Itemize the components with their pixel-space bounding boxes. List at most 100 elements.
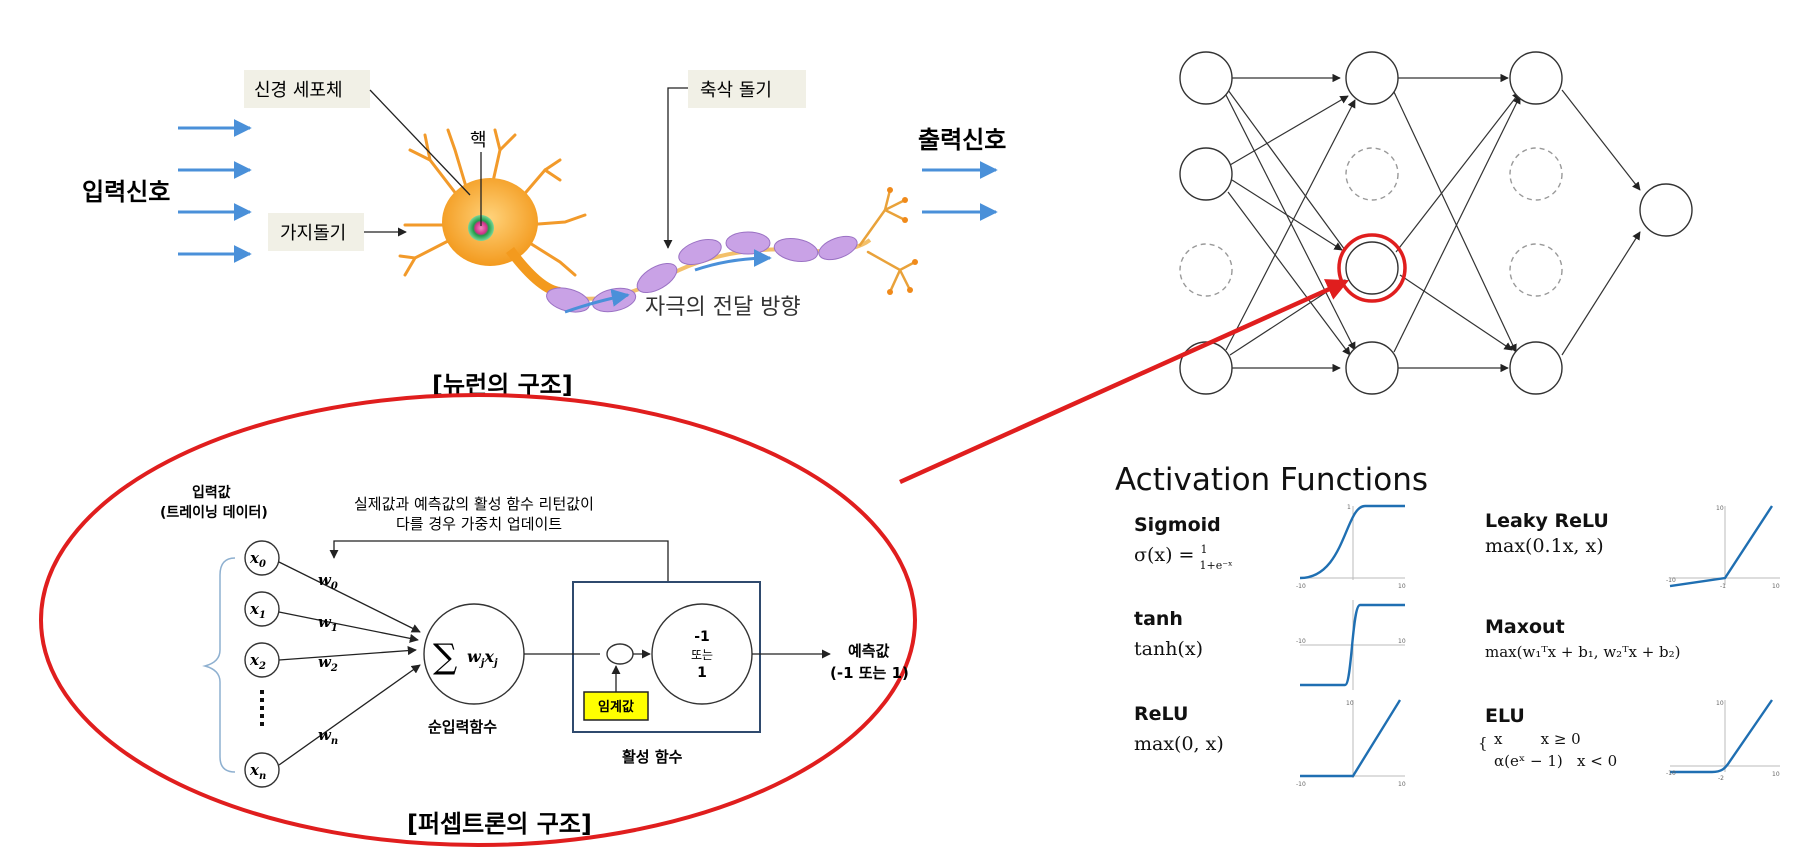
svg-text:-10: -10 <box>1296 638 1306 645</box>
svg-text:x2: x2 <box>249 651 266 672</box>
svg-text:10: 10 <box>1716 700 1724 707</box>
cell-body-label-box <box>244 70 370 108</box>
svg-text:1: 1 <box>1347 504 1351 511</box>
activation-output-3: 1 <box>697 665 707 681</box>
sigmoid-plot: -10 10 1 <box>1296 504 1406 590</box>
feedback-label-1: 실제값과 예측값의 활성 함수 리턴값이 <box>354 495 594 513</box>
weight-w0: w <box>318 571 332 589</box>
feedback-label-2: 다를 경우 가중치 업데이트 <box>396 515 562 533</box>
svg-text:10: 10 <box>1398 781 1406 788</box>
svg-text:-10: -10 <box>1296 583 1306 590</box>
svg-text:wn: wn <box>318 726 338 747</box>
dendrite-label: 가지돌기 <box>280 223 346 244</box>
neuron-diagram: 입력신호 출력신호 <box>82 70 1006 399</box>
svg-text:-1: -1 <box>1720 583 1726 590</box>
input-brace <box>202 557 236 773</box>
svg-text:w1: w1 <box>318 613 338 634</box>
tanh-formula: tanh(x) <box>1134 638 1203 660</box>
tanh-name: tanh <box>1134 608 1183 630</box>
dendrite-label-box <box>268 213 364 251</box>
elu-brace: { <box>1478 734 1488 752</box>
activation-output-2: 또는 <box>691 648 713 662</box>
sum-sigma: ∑ <box>433 637 457 677</box>
perceptron-diagram: 입력값 (트레이닝 데이터) 실제값과 예측값의 활성 함수 리턴값이 다를 경… <box>160 485 909 838</box>
network-nodes <box>1179 51 1693 395</box>
weight-edges <box>278 561 421 766</box>
cell-body-label: 신경 세포체 <box>254 80 343 101</box>
svg-text:w2: w2 <box>318 653 338 674</box>
svg-text:10: 10 <box>1772 583 1780 590</box>
input-x1: x <box>249 600 260 618</box>
relu-plot: -10 10 10 <box>1296 699 1406 788</box>
weight-w2: w <box>318 653 332 671</box>
leaky-relu-name: Leaky ReLU <box>1485 510 1609 532</box>
svg-text:-2: -2 <box>1718 775 1724 782</box>
svg-text:-10: -10 <box>1666 770 1676 777</box>
prediction-label-1: 예측값 <box>848 642 890 660</box>
axon-label-box <box>688 70 806 108</box>
prediction-label-2: (-1 또는 1) <box>830 664 909 682</box>
maxout-formula: max(w₁ᵀx + b₁, w₂ᵀx + b₂) <box>1485 643 1681 661</box>
relu-formula: max(0, x) <box>1134 733 1224 755</box>
input-title-1: 입력값 <box>192 485 231 501</box>
highlight-connector-arrow <box>899 279 1350 485</box>
input-x1-sub: 1 <box>259 610 266 621</box>
input-x2-sub: 2 <box>258 661 266 672</box>
activation-output-1: -1 <box>694 629 710 645</box>
axon-terminals <box>858 188 917 294</box>
input-nodes <box>244 540 280 788</box>
leaky-relu-formula: max(0.1x, x) <box>1485 535 1604 557</box>
elu-name: ELU <box>1485 705 1525 727</box>
weight-wn: w <box>318 726 332 744</box>
sum-term: wjxj <box>467 647 498 669</box>
weight-w1: w <box>318 613 332 631</box>
perceptron-caption: [퍼셉트론의 구조] <box>407 810 592 838</box>
maxout-name: Maxout <box>1485 616 1565 638</box>
activation-title: Activation Functions <box>1115 462 1428 498</box>
relu-name: ReLU <box>1134 703 1188 725</box>
svg-text:-10: -10 <box>1296 781 1306 788</box>
weight-labels: w0 w1 w2 wn <box>318 571 338 747</box>
nucleus <box>468 215 494 241</box>
threshold-junction <box>606 643 634 665</box>
svg-text:10: 10 <box>1346 700 1354 707</box>
axon-label: 축삭 돌기 <box>700 80 772 101</box>
svg-text:x0: x0 <box>249 549 266 570</box>
activation-box <box>572 581 761 733</box>
weight-w0-sub: 0 <box>331 581 338 592</box>
svg-text:10: 10 <box>1716 505 1724 512</box>
neural-network <box>1179 51 1693 395</box>
network-edges <box>1225 73 1641 373</box>
leaky-relu-plot: -10 10 10 -1 <box>1666 505 1780 590</box>
feedback-loop-line <box>329 540 669 582</box>
ellipsis-dots <box>260 690 264 726</box>
input-x0: x <box>249 549 260 567</box>
net-input-label: 순입력함수 <box>428 718 497 736</box>
activation-label: 활성 함수 <box>622 748 683 766</box>
tanh-plot: -10 10 <box>1296 600 1406 690</box>
svg-text:10: 10 <box>1398 583 1406 590</box>
svg-text:x1: x1 <box>249 600 266 621</box>
cell-body-pointer <box>369 89 471 196</box>
direction-arrow-2 <box>694 249 772 272</box>
input-x2: x <box>249 651 260 669</box>
direction-label: 자극의 전달 방향 <box>645 295 801 320</box>
weight-wn-sub: n <box>331 736 338 747</box>
nucleus-label: 핵 <box>470 130 487 151</box>
input-x0-sub: 0 <box>259 559 266 570</box>
svg-text:-10: -10 <box>1666 577 1676 584</box>
elu-plot: -10 10 10 -2 <box>1666 699 1780 782</box>
input-xn-sub: n <box>259 771 266 782</box>
input-signal-label: 입력신호 <box>82 178 170 206</box>
terminal-buttons <box>887 187 918 295</box>
perceptron-highlight-ellipse <box>39 393 917 847</box>
threshold-label: 임계값 <box>598 699 634 715</box>
input-xn: x <box>249 761 260 779</box>
weight-w1-sub: 1 <box>331 623 338 634</box>
input-labels: x0 x1 x2 xn <box>249 549 266 782</box>
svg-text:w0: w0 <box>318 571 338 592</box>
weight-w2-sub: 2 <box>330 663 338 674</box>
